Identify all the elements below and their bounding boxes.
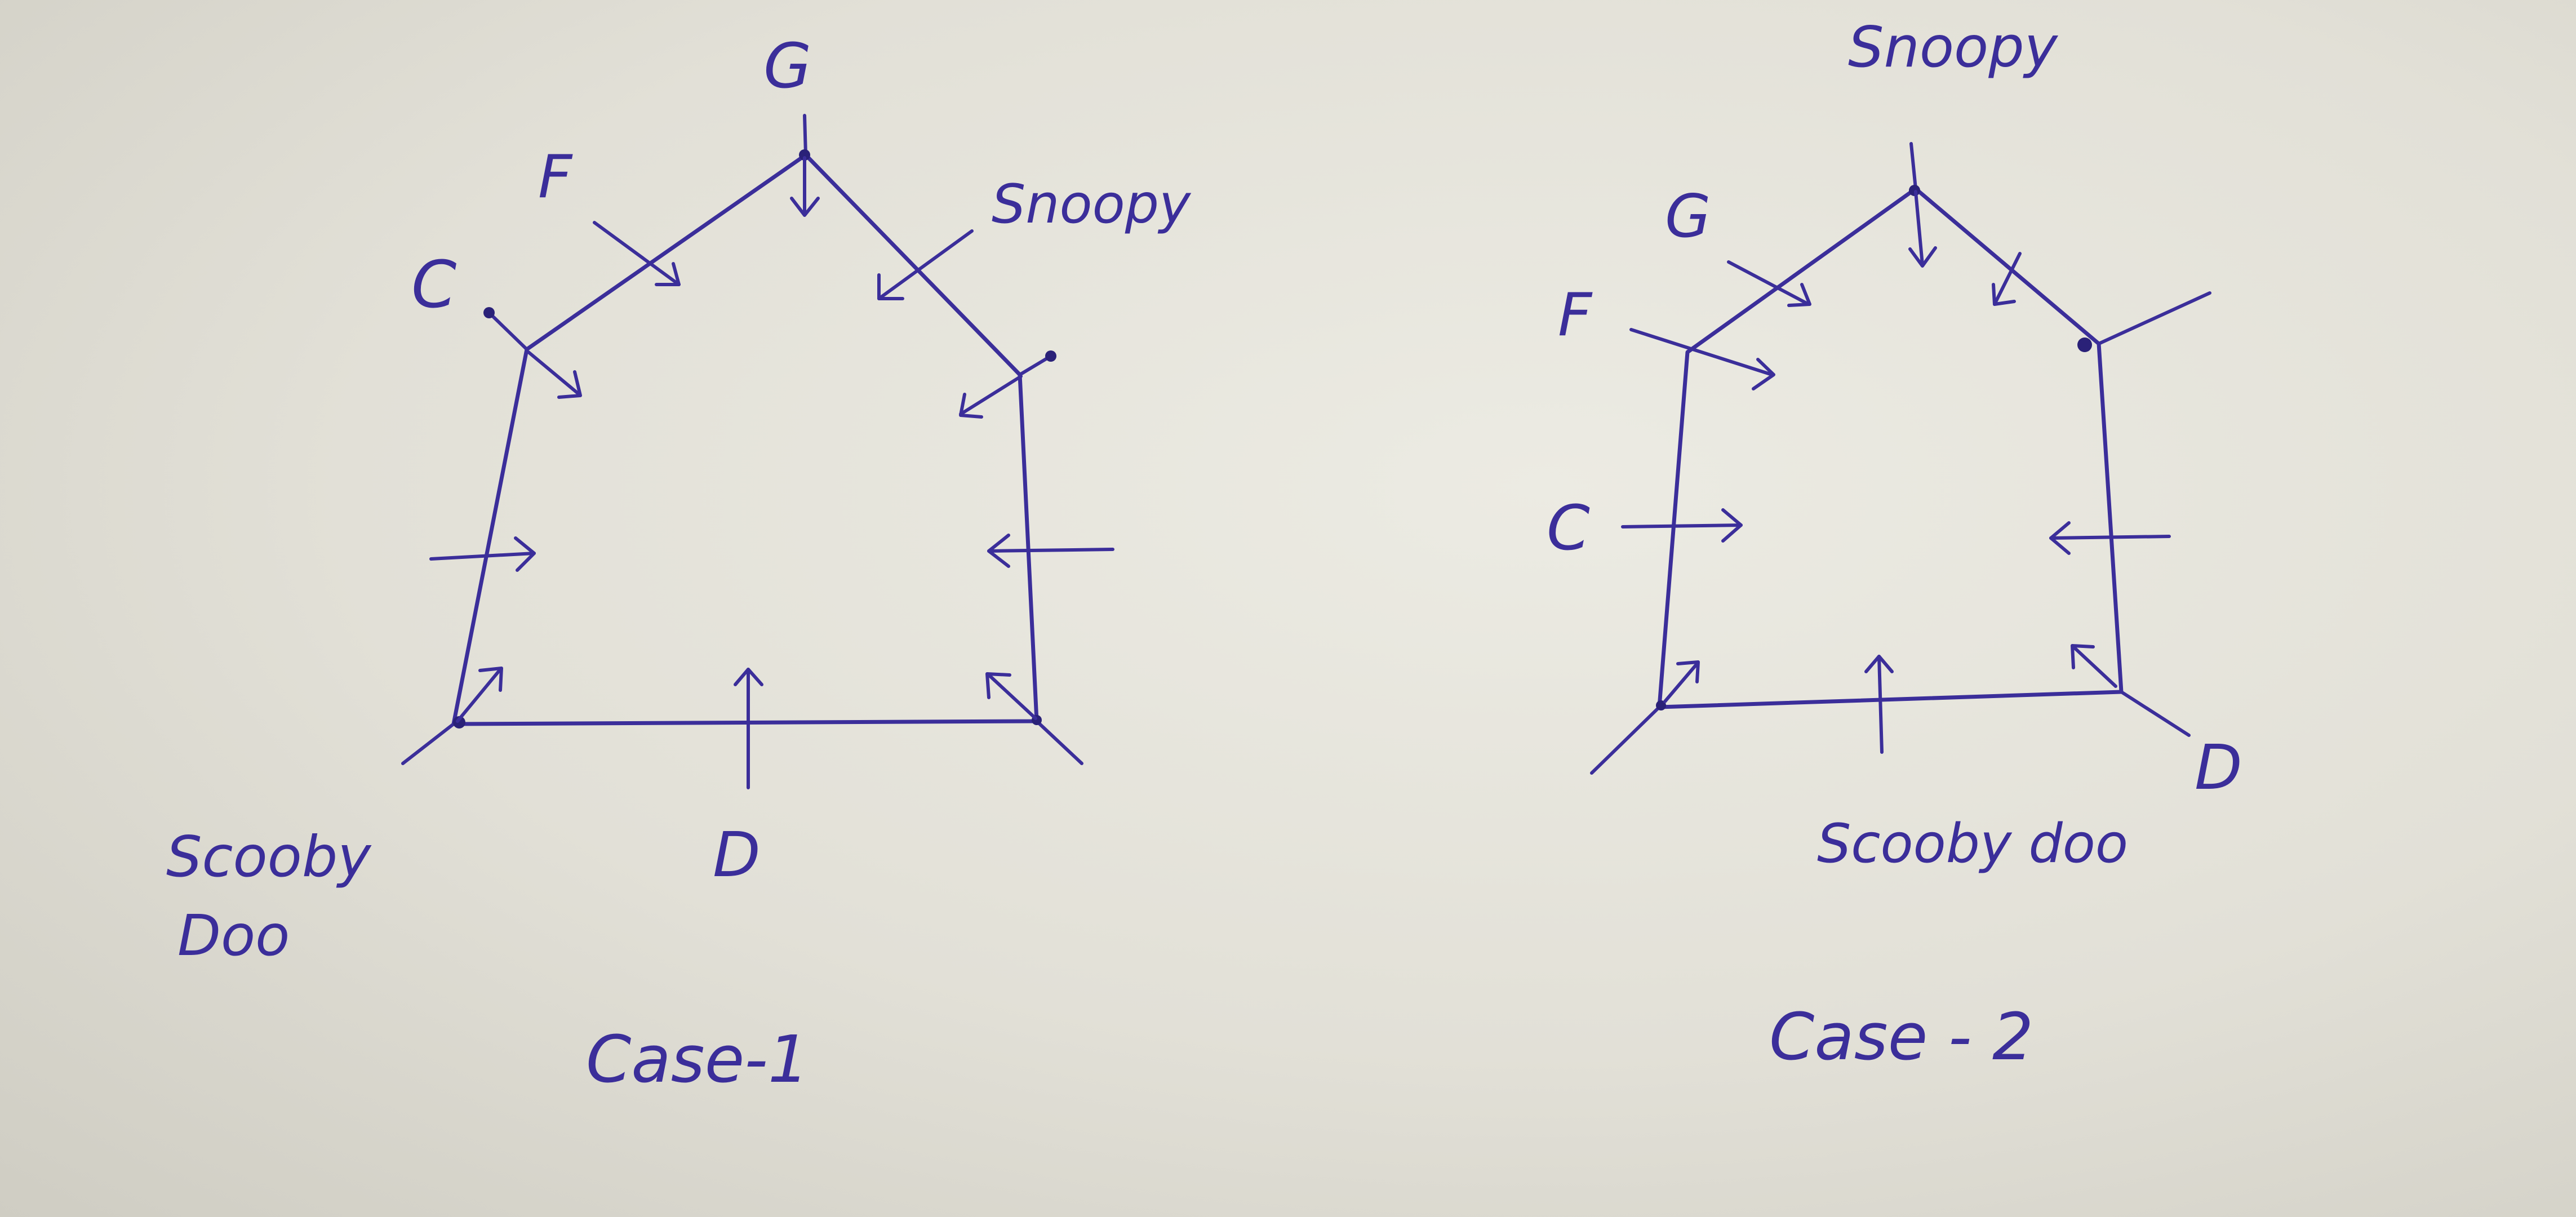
case-2-arrow-right <box>2049 535 2171 540</box>
case-2-arrowhead-snoopy <box>1992 283 2016 306</box>
case-1-dot-tr <box>1045 350 1056 362</box>
case-1-arrowhead-snoopy <box>877 273 904 300</box>
case-1-arrow-br <box>987 673 1037 720</box>
case-1-arrowhead-br <box>985 672 1011 699</box>
case-1-arrowhead-left <box>514 536 536 572</box>
case-2-label-g: G <box>1665 182 1711 251</box>
case-1-caption: Case-1 <box>586 1022 809 1098</box>
case-1-diagram: G F C Snoopy Scooby Doo D Case-1 <box>166 30 1192 1098</box>
case-2-label-scooby: Scooby doo <box>1817 813 2128 875</box>
case-1-dot-c <box>483 307 495 318</box>
case-2-arrow-snoopy <box>1993 252 2022 306</box>
case-1-label-d: D <box>713 819 761 891</box>
case-2-arrow-top <box>1914 190 1924 267</box>
case-2-top-line <box>1909 142 1917 190</box>
case-1-dot-top <box>799 149 810 161</box>
case-1-arrowhead-f <box>655 262 681 286</box>
case-2-arrowhead-c <box>1721 508 1743 543</box>
case-2-arrowhead-br <box>2071 644 2095 669</box>
case-1-c-line <box>487 311 528 351</box>
case-2-arrowhead-bl <box>1676 660 1700 683</box>
case-2-label-c: C <box>1547 492 1590 564</box>
case-1-arrow-snoopy <box>877 229 974 300</box>
case-2-pentagon <box>1657 186 2124 709</box>
case-2-arrow-f <box>1629 328 1774 376</box>
case-2-bl-line <box>1590 705 1661 775</box>
case-1-arrowhead-right <box>987 534 1010 568</box>
case-2-caption: Case - 2 <box>1769 1000 2033 1075</box>
case-2-arrow-bl <box>1663 662 1699 703</box>
case-2-arrow-g <box>1727 260 1810 306</box>
case-1-arrow-left <box>429 552 536 561</box>
case-1-arrow-f <box>593 221 681 286</box>
case-1-label-f: F <box>538 143 573 211</box>
case-2-arrowhead-scooby <box>1864 655 1894 673</box>
case-1-arrowhead-d <box>734 668 763 686</box>
case-1-arrow-right <box>987 548 1114 553</box>
case-2-dot-bl <box>1656 700 1666 710</box>
case-2-diagram: Snoopy G F C D Scooby doo Case - 2 <box>1547 14 2242 1075</box>
case-1-label-c: C <box>411 247 456 323</box>
case-1-g-line <box>803 114 807 157</box>
case-2-arrow-br <box>2072 645 2117 688</box>
case-2-arrowhead-f <box>1752 358 1775 390</box>
case-1-arrowhead-top <box>790 197 820 217</box>
case-2-arrowhead-right <box>2049 521 2071 555</box>
case-1-arrowhead-bl <box>478 667 503 692</box>
case-1-br-line <box>1035 719 1083 765</box>
case-2-tr-line <box>2097 291 2211 345</box>
case-1-label-g: G <box>763 30 811 102</box>
case-1-snoopy-line <box>1018 354 1052 376</box>
case-1-label-scooby: Scooby <box>166 824 372 890</box>
case-2-dot-tr <box>2077 337 2092 352</box>
case-1-label-doo: Doo <box>177 903 290 969</box>
case-2-br-line <box>2120 690 2191 737</box>
case-1-arrowhead-c <box>557 370 582 399</box>
case-2-arrow-c <box>1621 523 1743 528</box>
case-1-scooby-line <box>401 722 455 765</box>
case-1-arrow-tr <box>959 375 1023 416</box>
case-1-arrow-c <box>527 350 581 396</box>
case-1-pentagon <box>451 153 1039 726</box>
case-2-arrowhead-top <box>1908 246 1937 268</box>
case-1-arrowhead-tr <box>959 393 983 419</box>
case-2-arrowhead-g <box>1787 283 1811 307</box>
case-2-arrow-scooby <box>1877 655 1884 754</box>
case-2-label-snoopy: Snoopy <box>1848 14 2059 80</box>
case-1-arrow-bl <box>456 668 502 723</box>
case-1-dot-bl <box>453 716 465 729</box>
case-2-label-d: D <box>2195 731 2242 803</box>
case-1-label-snoopy: Snoopy <box>992 174 1192 236</box>
case-2-label-f: F <box>1558 281 1593 349</box>
